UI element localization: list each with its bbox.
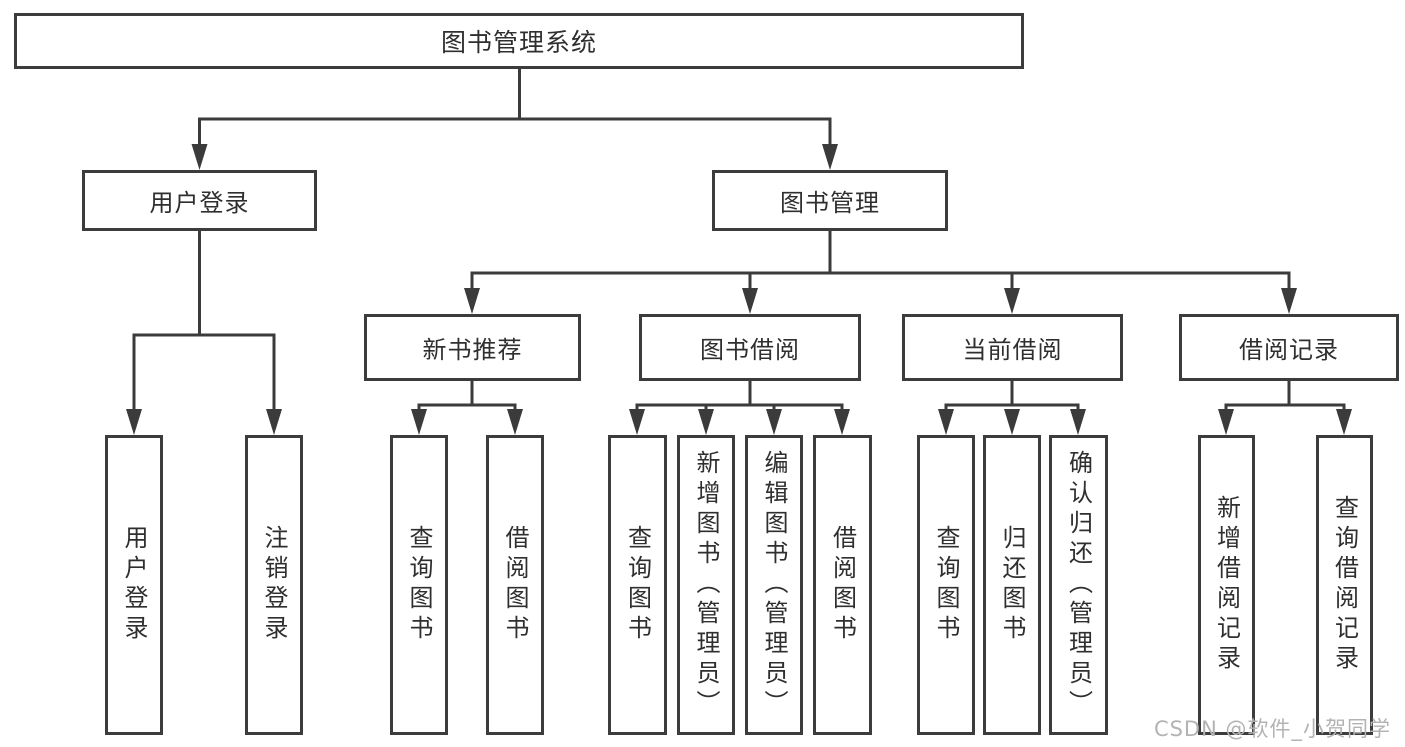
leaf-borrow-query-books: 查询图书 — [608, 435, 667, 735]
leaf-current-query-books: 查询图书 — [917, 435, 975, 735]
leaf-borrow-borrow-books-label: 借阅图书 — [828, 525, 857, 645]
leaf-newbook-query-books-label: 查询图书 — [405, 525, 433, 645]
leaf-edit-books-admin: 编辑图书（管理员） — [745, 435, 803, 735]
node-root: 图书管理系统 — [14, 13, 1024, 69]
leaf-current-query-books-label: 查询图书 — [932, 525, 960, 645]
leaf-return-books: 归还图书 — [983, 435, 1041, 735]
leaf-add-borrow-record-label: 新增借阅记录 — [1212, 495, 1241, 675]
connector-user-login-group — [126, 229, 282, 435]
leaf-borrow-borrow-books: 借阅图书 — [813, 435, 872, 735]
leaf-confirm-return-admin: 确认归还（管理员） — [1049, 435, 1108, 735]
leaf-query-borrow-record-label: 查询借阅记录 — [1330, 495, 1359, 675]
watermark: CSDN @软件_小贺同学 — [1153, 717, 1391, 741]
leaf-borrow-query-books-label: 查询图书 — [623, 525, 652, 645]
leaf-edit-books-admin-label: 编辑图书（管理员） — [760, 450, 788, 720]
connector-current-borrow-group — [938, 379, 1086, 435]
leaf-add-borrow-record: 新增借阅记录 — [1198, 435, 1255, 735]
node-borrowing-records: 借阅记录 — [1179, 314, 1399, 381]
leaf-add-books-admin-label: 新增图书（管理员） — [692, 450, 720, 720]
leaf-query-borrow-record: 查询借阅记录 — [1316, 435, 1373, 735]
connector-record-group — [1218, 379, 1352, 435]
node-user-login: 用户登录 — [82, 170, 317, 231]
node-book-management: 图书管理 — [712, 170, 948, 231]
leaf-newbook-borrow-books-label: 借阅图书 — [501, 525, 529, 645]
leaf-add-books-admin: 新增图书（管理员） — [677, 435, 735, 735]
leaf-newbook-query-books: 查询图书 — [390, 435, 448, 735]
leaf-logout: 注销登录 — [245, 435, 303, 735]
leaf-logout-label: 注销登录 — [260, 525, 288, 645]
node-book-borrowing: 图书借阅 — [639, 314, 861, 381]
leaf-user-login: 用户登录 — [105, 435, 163, 735]
leaf-confirm-return-admin-label: 确认归还（管理员） — [1064, 450, 1093, 720]
connector-book-borrow-group — [629, 379, 850, 435]
leaf-newbook-borrow-books: 借阅图书 — [486, 435, 544, 735]
connector-new-book-group — [411, 379, 523, 435]
node-current-borrowing: 当前借阅 — [902, 314, 1123, 381]
connector-book-management-to-level3 — [464, 229, 1297, 314]
node-new-book-recommend: 新书推荐 — [364, 314, 581, 381]
connector-root-to-level2 — [191, 67, 838, 170]
leaf-user-login-label: 用户登录 — [120, 525, 148, 645]
leaf-return-books-label: 归还图书 — [998, 525, 1026, 645]
